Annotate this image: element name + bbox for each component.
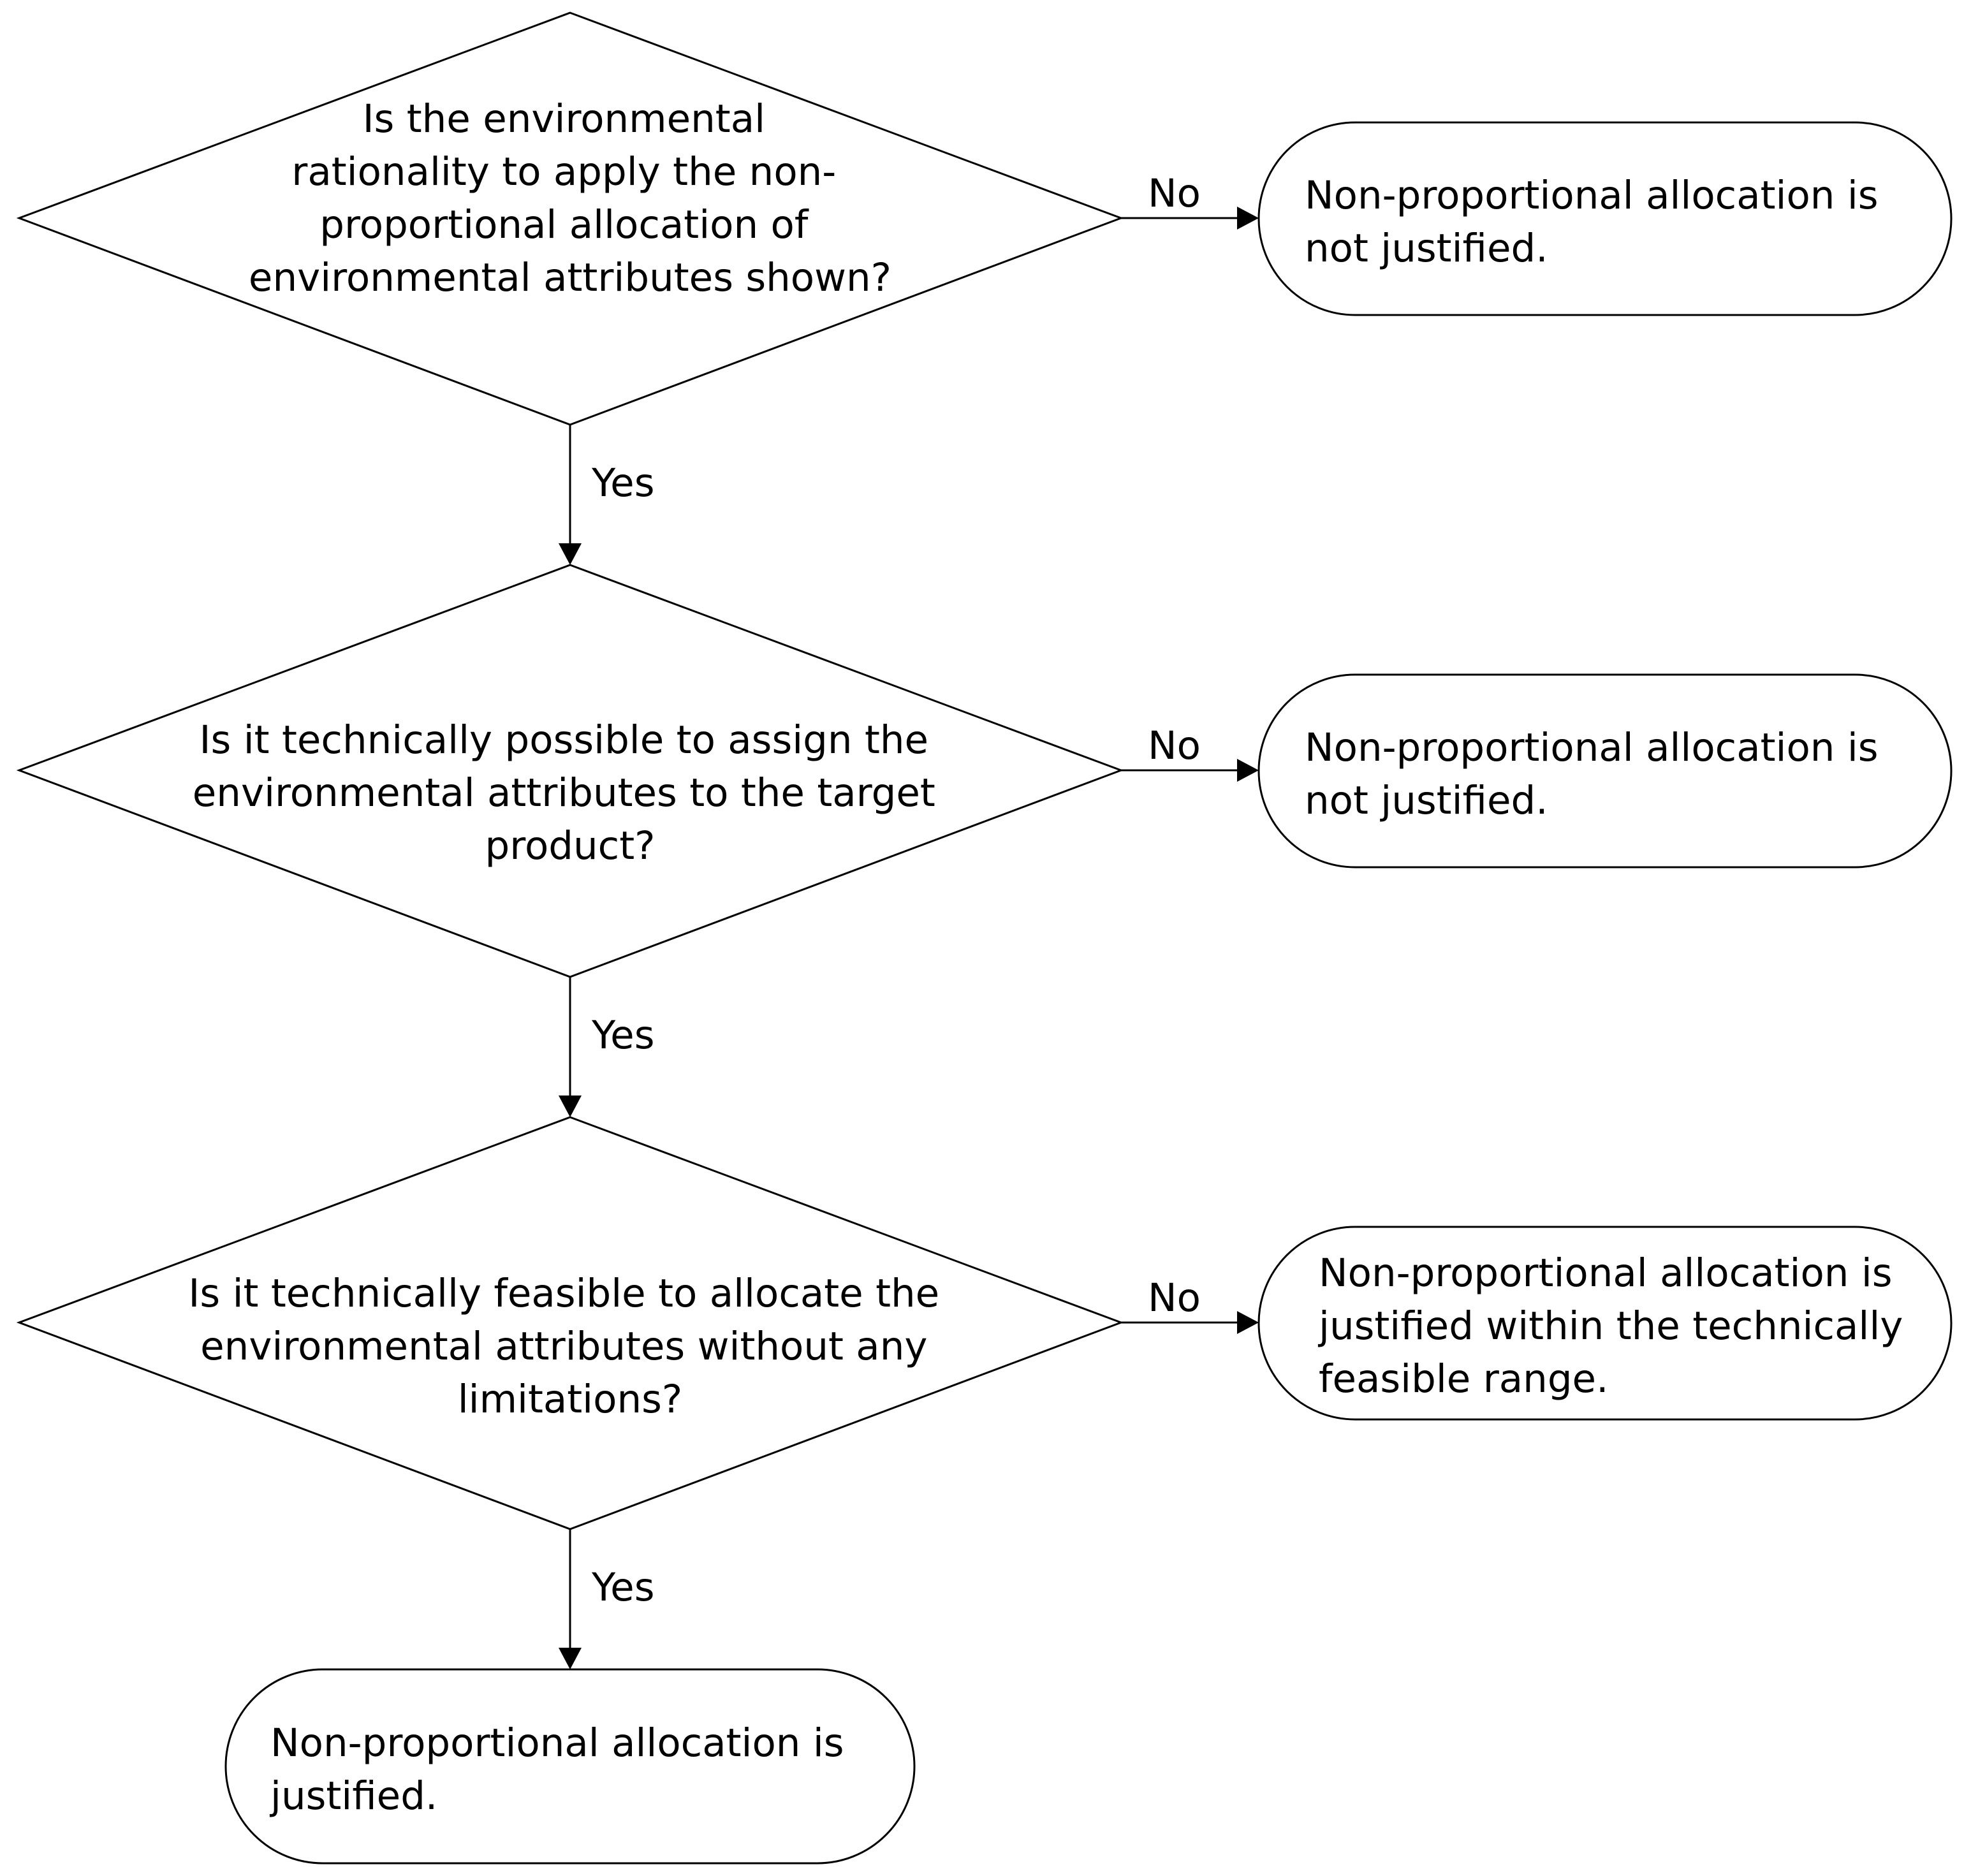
outcome-text-line: Non-proportional allocation is	[1305, 725, 1879, 770]
yes-connector-2	[559, 977, 582, 1117]
yes-connector-1	[559, 425, 582, 565]
outcome-text-line: Non-proportional allocation is	[270, 1720, 844, 1766]
yes-connector-3	[559, 1529, 582, 1669]
yes-label-3: Yes	[591, 1565, 654, 1610]
outcome-not-justified-1: Non-proportional allocation is not justi…	[1257, 121, 1953, 316]
terminal-shape	[224, 1668, 916, 1865]
terminal-shape	[1257, 673, 1953, 868]
terminal-shape	[1257, 1226, 1953, 1421]
outcome-text: Non-proportional allocation is justified…	[1317, 1250, 1916, 1402]
decision-text-line: rationality to apply the non-	[291, 149, 836, 194]
decision-diamond	[16, 11, 1124, 426]
no-label-1: No	[1148, 171, 1201, 216]
outcome-text: Non-proportional allocation is not justi…	[1305, 173, 1891, 271]
decision-text-line: environmental attributes without any	[200, 1324, 927, 1369]
outcome-text-line: justified within the technically	[1317, 1303, 1903, 1349]
decision-diamond	[16, 1116, 1124, 1530]
no-label-3: No	[1148, 1275, 1201, 1321]
outcome-justified: Non-proportional allocation is justified…	[224, 1668, 916, 1865]
outcome-justified-within-range: Non-proportional allocation is justified…	[1257, 1226, 1953, 1421]
no-connector-1	[1121, 207, 1259, 230]
decision-text-line: Is the environmental	[363, 96, 765, 142]
decision-text: Is it technically possible to assign the…	[193, 717, 948, 868]
yes-label-1: Yes	[591, 460, 654, 506]
decision-text-line: limitations?	[458, 1377, 683, 1422]
no-connector-2	[1121, 759, 1259, 782]
outcome-text: Non-proportional allocation is justified…	[269, 1720, 856, 1819]
decision-text-line: environmental attributes to the target	[193, 770, 935, 816]
decision-assign-possible: Is it technically possible to assign the…	[16, 564, 1124, 978]
terminal-shape	[1257, 121, 1953, 316]
outcome-text: Non-proportional allocation is not justi…	[1305, 725, 1891, 823]
outcome-text-line: justified.	[269, 1773, 437, 1819]
decision-text-line: environmental attributes shown?	[249, 255, 891, 300]
outcome-not-justified-2: Non-proportional allocation is not justi…	[1257, 673, 1953, 868]
decision-allocate-feasible: Is it technically feasible to allocate t…	[16, 1116, 1124, 1530]
decision-text: Is it technically feasible to allocate t…	[188, 1271, 951, 1422]
decision-text-line: Is it technically possible to assign the	[200, 717, 929, 763]
outcome-text-line: not justified.	[1305, 226, 1548, 271]
decision-text: Is the environmental rationality to appl…	[249, 96, 891, 300]
decision-rationality: Is the environmental rationality to appl…	[16, 11, 1124, 426]
no-label-2: No	[1148, 723, 1201, 768]
decision-diamond	[16, 564, 1124, 978]
outcome-text-line: not justified.	[1305, 778, 1548, 823]
outcome-text-line: feasible range.	[1319, 1356, 1608, 1402]
yes-label-2: Yes	[591, 1013, 654, 1058]
decision-text-line: proportional allocation of	[319, 202, 809, 247]
outcome-text-line: Non-proportional allocation is	[1305, 173, 1879, 218]
no-connector-3	[1121, 1311, 1259, 1334]
decision-text-line: product?	[485, 823, 656, 868]
decision-text-line: Is it technically feasible to allocate t…	[188, 1271, 939, 1316]
outcome-text-line: Non-proportional allocation is	[1319, 1250, 1893, 1296]
